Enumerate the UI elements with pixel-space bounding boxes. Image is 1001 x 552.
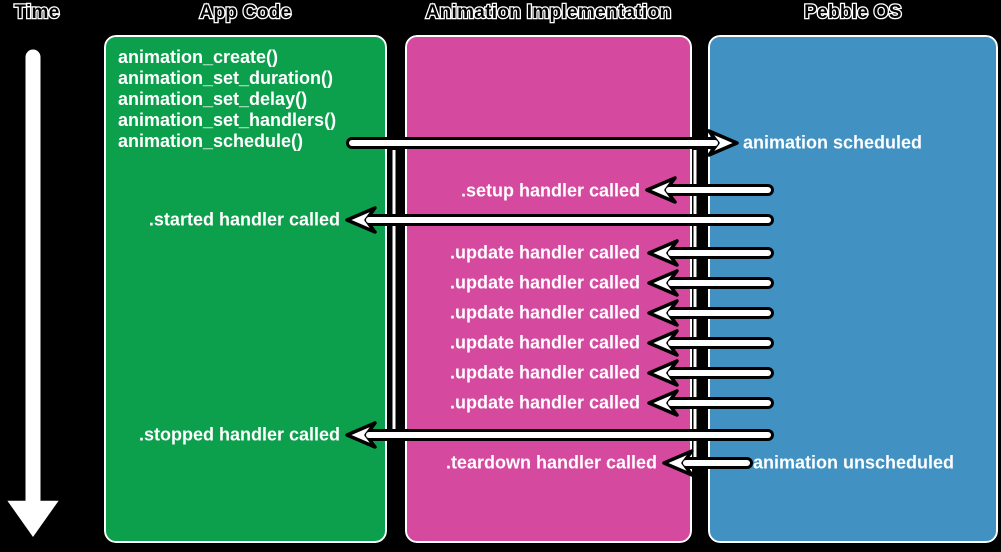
time-arrow — [2, 46, 64, 542]
column-header-pebble-os: Pebble OS — [803, 1, 903, 25]
event-label-animation-unscheduled: animation unscheduled — [753, 452, 955, 473]
event-label-update-handler-called-4: .update handler called — [449, 332, 640, 353]
event-label-animation-scheduled: animation scheduled — [743, 132, 923, 153]
event-label-teardown-handler-called: .teardown handler called — [445, 452, 657, 473]
event-label-update-handler-called-1: .update handler called — [449, 242, 640, 263]
column-box-animation-implementation — [402, 32, 695, 546]
event-label-update-handler-called-5: .update handler called — [449, 362, 640, 383]
app-code-call-list: animation_create() animation_set_duratio… — [118, 47, 337, 151]
event-label-started-handler-called: .started handler called — [148, 209, 340, 230]
column-header-animation-implementation: Animation Implementation — [424, 1, 672, 25]
column-box-pebble-os — [705, 32, 1001, 546]
event-label-update-handler-called-2: .update handler called — [449, 272, 640, 293]
event-label-update-handler-called-6: .update handler called — [449, 392, 640, 413]
time-column-header: Time — [13, 1, 61, 25]
event-label-setup-handler-called: .setup handler called — [460, 180, 640, 201]
column-header-app-code: App Code — [198, 1, 292, 25]
event-label-stopped-handler-called: .stopped handler called — [138, 424, 340, 445]
column-box-app-code — [101, 32, 390, 546]
event-label-update-handler-called-3: .update handler called — [449, 302, 640, 323]
